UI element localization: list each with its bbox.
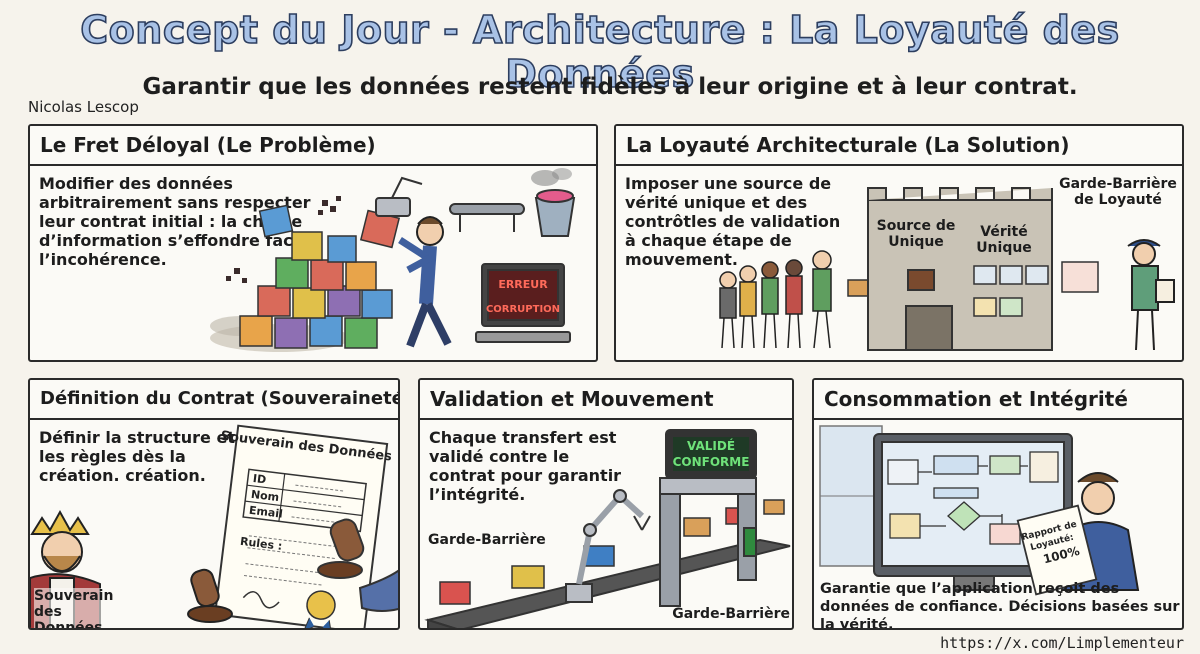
label-guard-right: Garde-Barrière	[672, 606, 790, 622]
panel-solution-title: La Loyauté Architecturale (La Solution)	[616, 126, 1182, 166]
label-guard-loyalty: Garde-Barrière de Loyauté	[1059, 176, 1177, 208]
valid-screen-line1: VALIDÉ	[687, 438, 735, 453]
panel-problem: Le Fret Déloyal (Le Problème) Modifier d…	[28, 124, 598, 362]
panel-validation-text: Chaque transfert est validé contre le co…	[429, 428, 622, 504]
page-subtitle: Garantir que les données restent fidèles…	[142, 74, 1078, 100]
label-verite-unique: Vérité Unique	[976, 224, 1032, 256]
collapsing-cubes-illustration: ERREUR CORRUPTION	[210, 168, 576, 352]
label-guard-left: Garde-Barrière	[428, 532, 546, 548]
panel-solution: La Loyauté Architecturale (La Solution) …	[614, 124, 1184, 362]
panel-validation: Validation et Mouvement Chaque transfert…	[418, 378, 794, 630]
panel-contract: Définition du Contrat (Souveraineté) Déf…	[28, 378, 400, 630]
rules-label: Rules :	[239, 535, 283, 553]
panel-contract-title: Définition du Contrat (Souveraineté)	[30, 380, 398, 420]
panel-problem-title: Le Fret Déloyal (Le Problème)	[30, 126, 596, 166]
field-email: Email	[248, 504, 283, 521]
label-sovereign: Souverain des Données	[34, 588, 114, 628]
panel-validation-title: Validation et Mouvement	[420, 380, 792, 420]
error-screen-line2: CORRUPTION	[486, 304, 560, 315]
valid-screen-line2: CONFORME	[673, 455, 750, 469]
dashboard-report-illustration: Rapport de Loyauté: 100%	[819, 425, 1140, 596]
conveyor-validation-illustration: VALIDÉ CONFORME	[424, 429, 791, 628]
error-screen-line1: ERREUR	[498, 278, 548, 291]
field-id: ID	[252, 472, 267, 487]
panel-solution-text: Imposer une source de vérité unique et d…	[625, 174, 841, 269]
panel-problem-text: Modifier des données arbitrairement sans…	[39, 174, 320, 269]
fortress-validation-illustration	[719, 187, 1175, 351]
footer-url[interactable]: https://x.com/Limplementeur	[940, 634, 1184, 652]
panel-contract-text: Définir la structure et les règles dès l…	[39, 428, 235, 485]
panel-consumption-title: Consommation et Intégrité	[814, 380, 1182, 420]
panel-consumption-text: Garantie que l’application reçoit des do…	[820, 581, 1180, 630]
page-title: Concept du Jour - Architecture : La Loya…	[79, 7, 1120, 97]
panel-consumption: Consommation et Intégrité	[812, 378, 1184, 630]
label-source-unique: Source de Unique	[876, 218, 956, 250]
author-name: Nicolas Lescop	[28, 98, 139, 116]
field-nom: Nom	[250, 488, 280, 504]
